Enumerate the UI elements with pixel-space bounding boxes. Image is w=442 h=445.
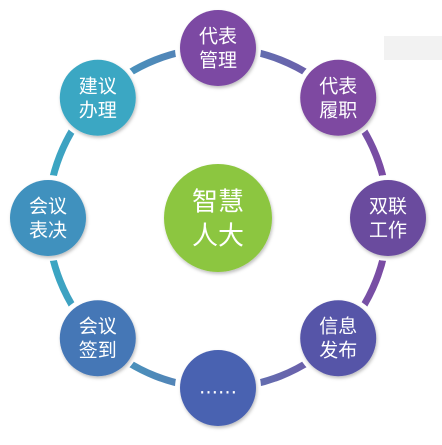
node-label-line2: 签到 [79,340,117,362]
node-circle [350,180,426,256]
node-circle [10,180,86,256]
node-label-line2: 办理 [79,99,117,121]
node-label-line2: 发布 [319,340,357,362]
corner-decoration [384,36,442,60]
node-circle [59,300,136,377]
node-label-line1: 信息 [319,316,357,338]
node-label-line1: 代表 [199,26,237,48]
node-circle [59,59,136,136]
node-circle [180,350,256,426]
cycle-node-4: …… [175,345,261,431]
center-label-line2: 人大 [192,222,244,252]
node-circle [300,59,377,136]
node-label-line1: 会议 [79,316,117,338]
node-circle [300,300,377,377]
node-label-line1: 双联 [369,196,407,218]
center-label-line1: 智慧 [192,188,244,218]
node-label-line1: 会议 [29,196,67,218]
node-label-line2: 工作 [369,220,407,242]
center-node: 智慧 人大 [164,164,272,272]
node-label-ellipsis: …… [199,377,237,399]
node-label-line1: 建议 [79,75,117,97]
node-label-line2: 履职 [319,99,357,121]
node-label-line2: 管理 [199,50,237,72]
node-label-line2: 表决 [29,220,67,242]
node-circle [180,10,256,86]
node-label-line1: 代表 [319,75,357,97]
center-circle [164,164,272,272]
